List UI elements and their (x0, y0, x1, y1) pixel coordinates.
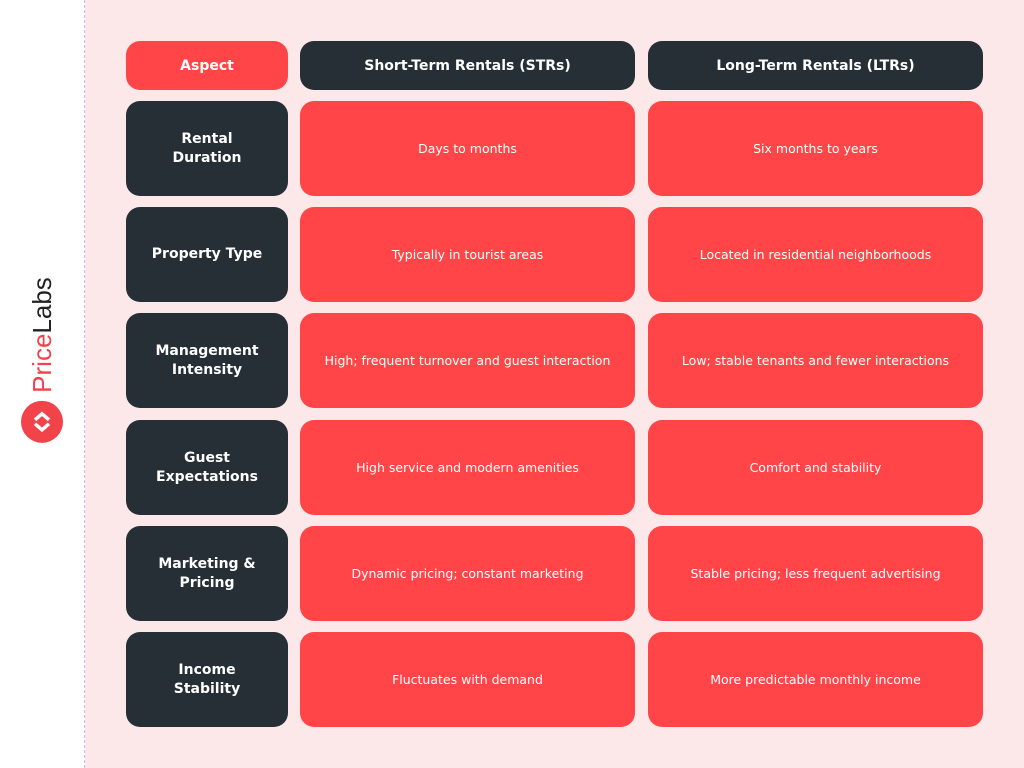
ltr-cell: Located in residential neighborhoods (648, 207, 983, 302)
str-cell: Days to months (300, 101, 635, 196)
logo-mark-icon (21, 400, 63, 443)
ltr-cell: Six months to years (648, 101, 983, 196)
header-aspect: Aspect (126, 41, 288, 90)
ltr-cell: Comfort and stability (648, 420, 983, 515)
str-cell: High service and modern amenities (300, 420, 635, 515)
pricelabs-logo: PriceLabs (21, 277, 63, 443)
str-cell: Fluctuates with demand (300, 632, 635, 727)
aspect-cell: Guest Expectations (126, 420, 288, 515)
aspect-cell: Property Type (126, 207, 288, 302)
aspect-cell: Marketing & Pricing (126, 526, 288, 621)
str-cell: High; frequent turnover and guest intera… (300, 313, 635, 408)
aspect-cell: Income Stability (126, 632, 288, 727)
ltr-cell: Stable pricing; less frequent advertisin… (648, 526, 983, 621)
aspect-cell: Rental Duration (126, 101, 288, 196)
str-cell: Typically in tourist areas (300, 207, 635, 302)
str-cell: Dynamic pricing; constant marketing (300, 526, 635, 621)
sidebar-strip: PriceLabs (0, 0, 85, 768)
header-ltr: Long-Term Rentals (LTRs) (648, 41, 983, 90)
logo-text: PriceLabs (26, 277, 57, 393)
ltr-cell: Low; stable tenants and fewer interactio… (648, 313, 983, 408)
aspect-cell: Management Intensity (126, 313, 288, 408)
ltr-cell: More predictable monthly income (648, 632, 983, 727)
header-str: Short-Term Rentals (STRs) (300, 41, 635, 90)
